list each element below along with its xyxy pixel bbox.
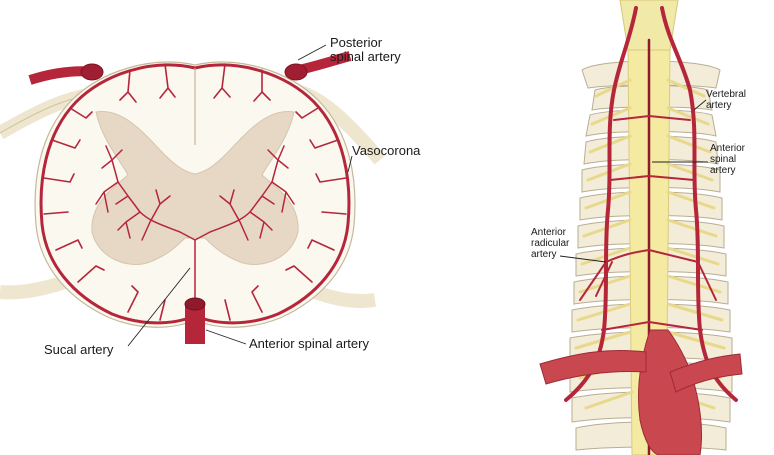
vertebral-artery-label-line1: Vertebral — [706, 89, 746, 100]
anterior-spinal-label-line1: Anterior — [710, 143, 746, 154]
label-vasocorona: Vasocorona — [348, 143, 421, 172]
vertebral-artery-label-line2: artery — [706, 100, 732, 111]
anterior-radicular-label-line3: artery — [531, 249, 557, 260]
anterior-spinal-label-line3: artery — [710, 165, 736, 176]
posterior-spinal-artery-label-line1: Posterior — [330, 35, 383, 50]
anterior-spinal-artery-vessel — [185, 298, 205, 344]
label-anterior-spinal-artery: Anterior spinal artery — [206, 330, 369, 351]
anterior-spinal-label-line2: spinal — [710, 154, 736, 165]
anterior-radicular-label-line1: Anterior — [531, 227, 567, 238]
vasocorona-label: Vasocorona — [352, 143, 421, 158]
cross-section-panel: Posterior spinal artery Vasocorona Sucal… — [0, 35, 421, 357]
anterior-view-panel: Vertebral artery Anterior spinal artery … — [531, 0, 746, 455]
sucal-artery-label: Sucal artery — [44, 342, 114, 357]
posterior-spinal-artery-label-line2: spinal artery — [330, 49, 401, 64]
anterior-radicular-label-line2: radicular — [531, 238, 570, 249]
anterior-spinal-artery-label: Anterior spinal artery — [249, 336, 369, 351]
label-posterior-spinal-artery: Posterior spinal artery — [298, 35, 401, 64]
